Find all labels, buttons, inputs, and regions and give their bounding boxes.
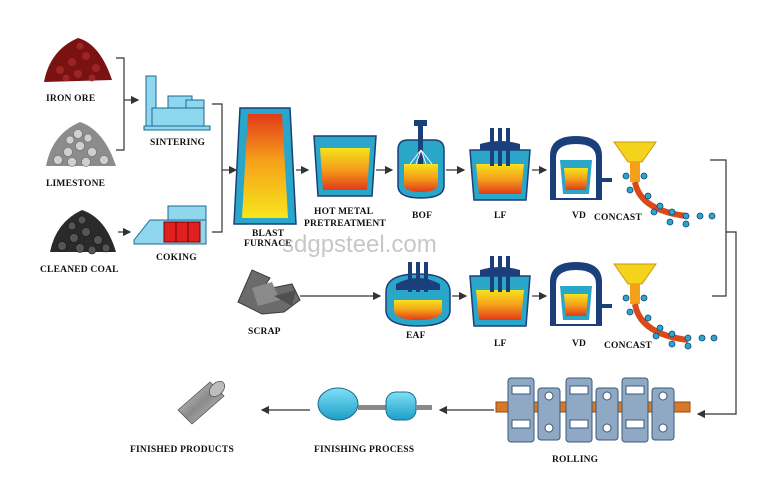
sintering-plant <box>143 75 211 131</box>
lf-top-label: LF <box>494 211 507 221</box>
raw-material-bracket <box>116 57 140 237</box>
eaf-label: EAF <box>406 331 426 341</box>
vd-bottom-label: VD <box>572 339 586 349</box>
coking-label: COKING <box>156 253 197 263</box>
vd-bottom-vessel <box>550 262 612 326</box>
hot-metal-label-2: PRETREATMENT <box>304 219 386 229</box>
vd-top-label: VD <box>572 211 586 221</box>
watermark: sdgpsteel.com <box>282 231 437 258</box>
vd-top-vessel <box>550 136 612 200</box>
hot-metal-label-1: HOT METAL <box>314 207 373 217</box>
concast-bottom-machine <box>613 263 718 350</box>
cleaned-coal-label: CLEANED COAL <box>40 265 119 275</box>
hot-metal-pretreatment-vessel <box>313 135 377 197</box>
concast-top-machine <box>613 141 716 228</box>
scrap-label: SCRAP <box>248 327 281 337</box>
concast-bottom-label: CONCAST <box>604 341 652 351</box>
lf-bottom-vessel <box>469 256 531 327</box>
cleaned-coal-pile <box>50 210 116 255</box>
scrap-pile <box>237 269 301 315</box>
concast-top-label: CONCAST <box>594 213 642 223</box>
coking-plant <box>133 205 207 245</box>
finished-steel-bar <box>177 380 226 425</box>
rolling-mill <box>495 377 691 443</box>
blast-furnace <box>233 107 297 225</box>
finished-products-label: FINISHED PRODUCTS <box>130 445 234 455</box>
finishing-rollers <box>317 387 432 421</box>
right-connector <box>696 159 737 419</box>
bf-feed-bracket <box>212 103 238 233</box>
lf-bottom-label: LF <box>494 339 507 349</box>
blast-furnace-label-1: BLAST <box>252 229 285 239</box>
lf-top-vessel <box>469 128 531 201</box>
iron-ore-label: IRON ORE <box>46 94 95 104</box>
limestone-label: LIMESTONE <box>46 179 105 189</box>
iron-ore-pile <box>44 38 112 82</box>
finishing-process-label: FINISHING PROCESS <box>314 445 414 455</box>
blast-furnace-label-2: FURNACE <box>244 239 292 249</box>
limestone-pile <box>46 122 116 167</box>
sintering-label: SINTERING <box>150 138 206 148</box>
rolling-label: ROLLING <box>552 455 599 465</box>
bof-converter <box>397 120 445 199</box>
eaf-furnace <box>385 262 451 327</box>
bof-label: BOF <box>412 211 432 221</box>
